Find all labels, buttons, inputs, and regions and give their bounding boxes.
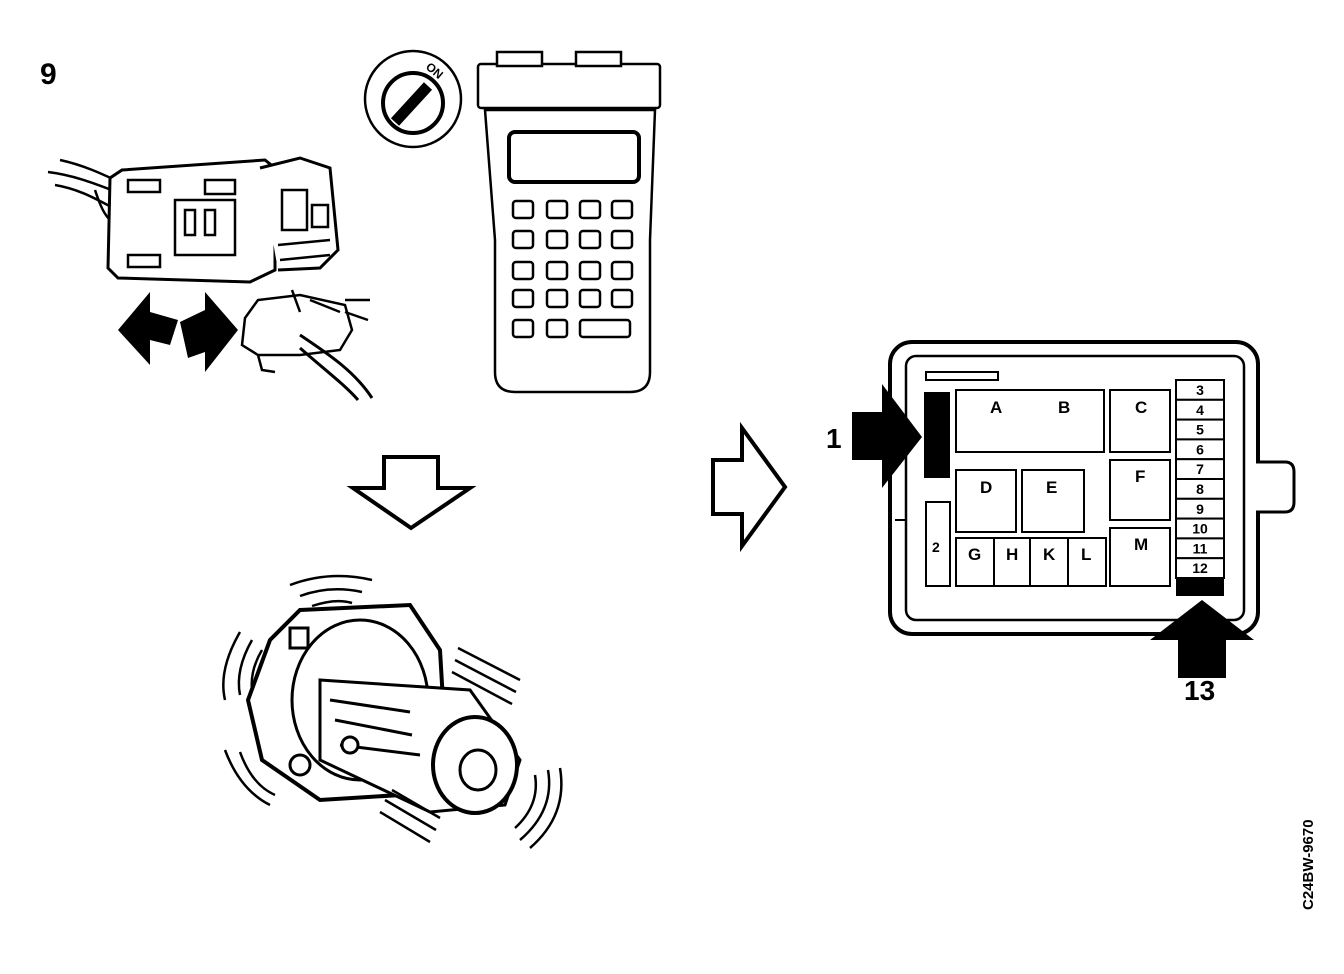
pointer-arrow-13: [1150, 600, 1254, 678]
keypad-key: [578, 229, 602, 250]
panel-cell-2: [925, 501, 951, 587]
panel-cell-label: B: [1058, 398, 1070, 417]
keypad-wide-key: [578, 318, 632, 339]
keypad-key: [545, 318, 569, 339]
panel-cell-label: E: [1046, 478, 1057, 497]
pointer-label-13: 13: [1184, 675, 1215, 706]
vibration-lines: [222, 574, 563, 849]
fuse-label: 7: [1196, 461, 1204, 477]
keypad-key: [610, 260, 634, 281]
panel-cell-g: [955, 537, 995, 587]
down-flow-arrow: [346, 455, 477, 531]
figure-code: C24BW-9670: [1300, 819, 1317, 910]
right-flow-arrow: [711, 421, 788, 553]
panel-cell-l: [1067, 537, 1107, 587]
keypad-key: [545, 229, 569, 250]
ignition-switch-icon: ON: [363, 49, 463, 149]
keypad-key: [610, 229, 634, 250]
fuse-label: 4: [1196, 402, 1204, 418]
element-1-block: [924, 392, 950, 478]
panel-cell-label: L: [1081, 545, 1091, 564]
panel-cell-m: [1109, 527, 1171, 587]
plug-illustration: [240, 289, 374, 401]
keypad-key: [511, 229, 535, 250]
panel-cell-h: [993, 537, 1031, 587]
keypad-key: [545, 288, 569, 309]
fuse-label: 6: [1196, 441, 1204, 457]
keypad-key: [610, 288, 634, 309]
fuse-label: 5: [1196, 422, 1204, 438]
panel-cell-label: D: [980, 478, 992, 497]
fuse-label: 12: [1192, 560, 1208, 576]
pointer-label-1: 1: [826, 423, 842, 454]
connector-illustration: [47, 156, 340, 284]
keypad-key: [578, 288, 602, 309]
fuse-label: 3: [1196, 382, 1204, 398]
keypad-key: [511, 199, 535, 220]
fuse-panel: [888, 340, 1296, 636]
fuse-slot-13: [1176, 578, 1224, 596]
tester-keypad: [511, 199, 634, 339]
pump-motor-illustration: [245, 602, 522, 815]
step-number: 9: [40, 58, 57, 91]
panel-cell-f: [1109, 459, 1171, 521]
panel-cell-d: [955, 469, 1017, 533]
panel-cell-e: [1021, 469, 1085, 533]
panel-cell-label: K: [1043, 545, 1056, 564]
keypad-key: [578, 199, 602, 220]
fuse-label: 10: [1192, 521, 1208, 537]
panel-cell-label: G: [968, 545, 981, 564]
keypad-key: [610, 199, 634, 220]
panel-cell-label: C: [1135, 398, 1147, 417]
keypad-key: [511, 288, 535, 309]
keypad-key: [511, 318, 535, 339]
panel-cell-c: [1109, 389, 1171, 453]
pointer-arrow-1: [852, 384, 922, 488]
panel-cell-label: H: [1006, 545, 1018, 564]
panel-cell-label: M: [1134, 535, 1148, 554]
panel-cell-ab: [955, 389, 1105, 453]
panel-cell-label: F: [1135, 467, 1145, 486]
keypad-key: [578, 260, 602, 281]
keypad-key: [511, 260, 535, 281]
keypad-key: [545, 260, 569, 281]
panel-cell-2-label: 2: [932, 539, 940, 555]
panel-cell-label: A: [990, 398, 1002, 417]
fuse-label: 8: [1196, 481, 1204, 497]
fuse-label: 11: [1193, 540, 1208, 556]
fuse-panel-layout: 2 A B C D E F G H K L M 3 4 5 6 7 8 9 10 11 12: [924, 379, 1225, 596]
hand-held-tester: [476, 50, 662, 394]
fuse-label: 9: [1196, 501, 1204, 517]
disconnect-arrows: [118, 292, 238, 372]
keypad-key: [545, 199, 569, 220]
